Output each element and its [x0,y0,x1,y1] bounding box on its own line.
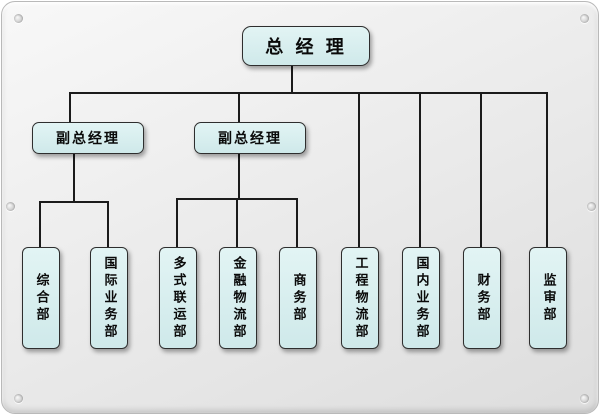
connector-drop-engineering-logistics [358,92,360,248]
node-deputy-general-manager-1: 副总经理 [32,122,144,154]
node-engineering-logistics-dept: 工程物流部 [341,247,379,349]
node-deputy-general-manager-2: 副总经理 [194,122,306,154]
connector-drop-multimodal-transport [176,198,178,248]
node-international-business-dept: 国际业务部 [90,247,128,349]
connector-deputy2-drop [238,152,240,200]
rivet-top-left [14,14,23,23]
node-commerce-dept: 商务部 [279,247,317,349]
connector-drop-deputy-2 [238,92,240,123]
connector-drop-domestic-business [419,92,421,248]
node-financial-logistics-dept: 金融物流部 [219,247,257,349]
connector-drop-deputy-1 [69,92,71,123]
rivet-bottom-left [14,394,23,403]
connector-root-drop [291,63,293,94]
connector-drop-general-affairs [39,201,41,248]
node-general-affairs-dept: 综合部 [22,247,60,349]
connector-drop-financial-logistics [236,198,238,248]
node-audit-supervision-dept: 监审部 [529,247,567,349]
rivet-mid-left [6,202,15,211]
node-finance-dept: 财务部 [463,247,501,349]
node-multimodal-transport-dept: 多式联运部 [159,247,197,349]
connector-deputy1-drop [73,152,75,203]
connector-main-horizontal [69,92,548,94]
rivet-top-right [580,14,589,23]
connector-deputy1-horizontal [39,201,109,203]
connector-drop-international-business [107,201,109,248]
rivet-mid-right [587,202,596,211]
node-general-manager: 总 经 理 [242,26,370,66]
connector-drop-commerce [296,198,298,248]
connector-drop-finance [480,92,482,248]
rivet-bottom-right [580,394,589,403]
connector-drop-audit [546,92,548,248]
node-domestic-business-dept: 国内业务部 [402,247,440,349]
